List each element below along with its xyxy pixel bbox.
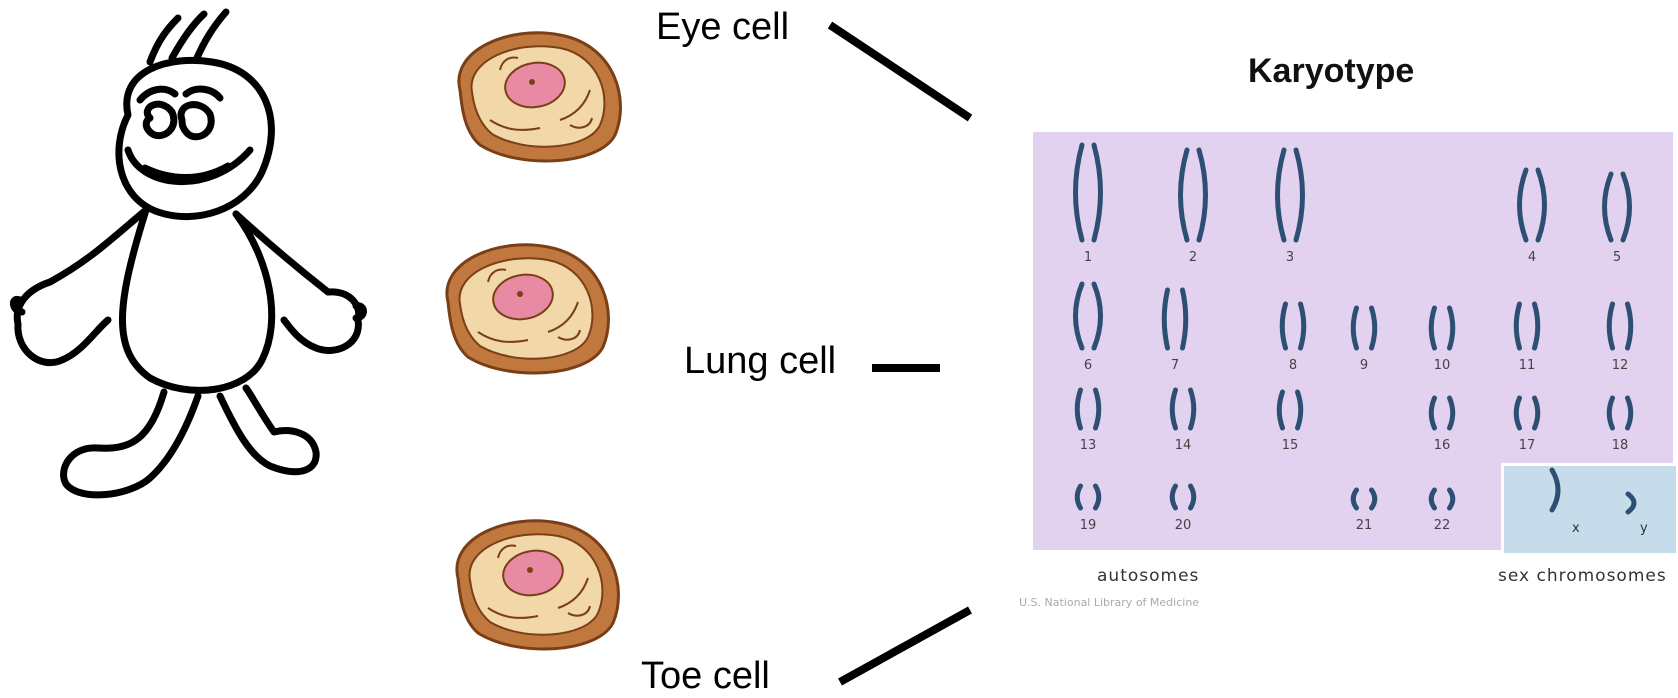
chromosome-number-3: 3 [1286, 250, 1294, 265]
chromosome-number-10: 10 [1434, 358, 1451, 373]
x-chromosome-label: x [1572, 521, 1580, 536]
chromosome-pair-11 [1516, 304, 1538, 348]
chromosome-pair-4 [1520, 170, 1545, 240]
chromosome-number-1: 1 [1084, 250, 1092, 265]
chromosome-pair-14 [1172, 390, 1194, 428]
chromosome-pair-6 [1076, 284, 1101, 348]
chromosome-number-8: 8 [1289, 358, 1297, 373]
image-credit: U.S. National Library of Medicine [1019, 596, 1199, 609]
chromosome-pair-9 [1353, 308, 1375, 348]
chromosome-number-20: 20 [1175, 518, 1192, 533]
chromosome-pair-3 [1278, 150, 1303, 240]
y-chromosome [1628, 494, 1634, 512]
autosomes-caption: autosomes [1097, 566, 1199, 586]
chromosome-pair-15 [1279, 392, 1301, 428]
chromosome-pair-13 [1077, 390, 1099, 428]
chromosome-pair-18 [1609, 398, 1631, 428]
chromosome-pair-16 [1431, 398, 1453, 428]
chromosome-number-17: 17 [1519, 438, 1536, 453]
chromosome-number-7: 7 [1171, 358, 1179, 373]
chromosome-number-11: 11 [1519, 358, 1536, 373]
chromosome-number-12: 12 [1612, 358, 1629, 373]
chromosome-number-15: 15 [1282, 438, 1299, 453]
x-chromosome [1552, 470, 1558, 510]
chromosome-number-6: 6 [1084, 358, 1092, 373]
y-chromosome-label: y [1640, 521, 1648, 536]
chromosome-pair-19 [1077, 486, 1099, 508]
chromosome-pair-7 [1164, 290, 1186, 348]
chromosome-pair-22 [1431, 490, 1453, 508]
chromosome-pair-1 [1076, 145, 1101, 240]
chromosome-number-16: 16 [1434, 438, 1451, 453]
chromosome-number-14: 14 [1175, 438, 1192, 453]
chromosome-pair-17 [1516, 398, 1538, 428]
chromosome-pair-21 [1353, 490, 1375, 508]
chromosome-number-4: 4 [1528, 250, 1536, 265]
chromosome-pair-2 [1181, 150, 1206, 240]
chromosome-pair-10 [1431, 308, 1453, 348]
chromosome-pair-20 [1172, 486, 1194, 508]
sex-chromosomes-caption: sex chromosomes [1498, 566, 1667, 586]
chromosome-pair-8 [1282, 304, 1304, 348]
chromosome-number-9: 9 [1360, 358, 1368, 373]
chromosome-number-13: 13 [1080, 438, 1097, 453]
chromosome-number-18: 18 [1612, 438, 1629, 453]
chromosome-number-19: 19 [1080, 518, 1097, 533]
chromosome-number-2: 2 [1189, 250, 1197, 265]
chromosome-pair-5 [1605, 174, 1630, 240]
chromosome-pair-12 [1609, 304, 1631, 348]
chromosome-number-22: 22 [1434, 518, 1451, 533]
chromosome-number-21: 21 [1356, 518, 1373, 533]
chromosome-number-5: 5 [1613, 250, 1621, 265]
